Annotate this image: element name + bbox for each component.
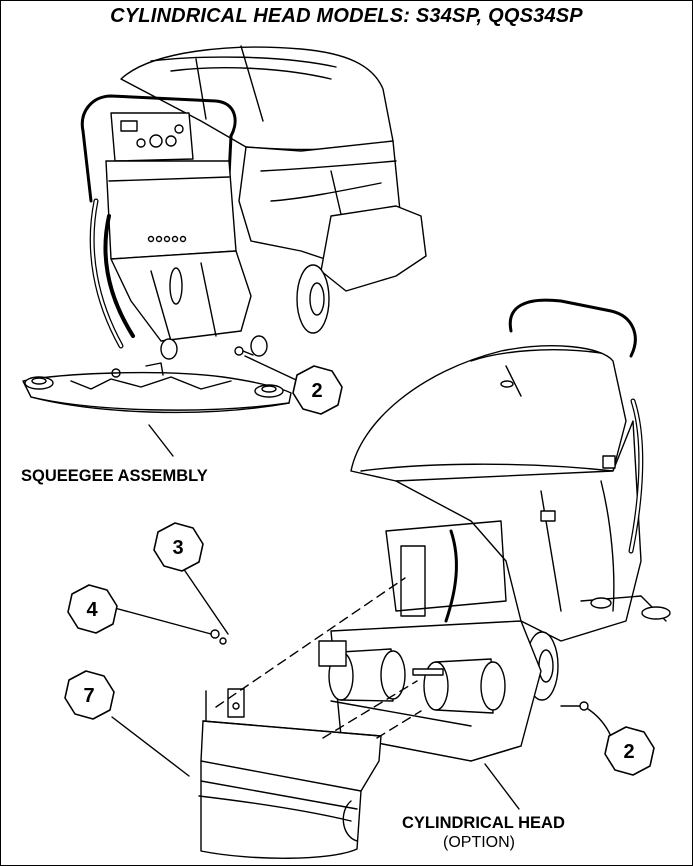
callout-group: 2 3 4 7 2 (64, 365, 655, 776)
callout-2-top: 2 (292, 365, 343, 415)
callout-3-text: 3 (172, 537, 183, 559)
diagram-title: CYLINDRICAL HEAD MODELS: S34SP, QQS34SP (110, 5, 583, 27)
callout-7-text: 7 (83, 685, 94, 707)
squeegee-assembly-label: SQUEEGEE ASSEMBLY (21, 467, 208, 485)
callout-3: 3 (153, 522, 204, 572)
callout-2-bottom: 2 (604, 726, 655, 776)
top-machine (22, 45, 427, 457)
callout-4-text: 4 (86, 599, 98, 621)
bottom-machine (110, 298, 671, 859)
cylindrical-head-label: CYLINDRICAL HEAD (402, 814, 565, 832)
callout-7: 7 (64, 670, 115, 720)
option-label: (OPTION) (443, 834, 515, 851)
callout-4: 4 (67, 584, 118, 634)
callout-2-bottom-text: 2 (623, 741, 634, 763)
callout-2-top-text: 2 (311, 380, 322, 402)
